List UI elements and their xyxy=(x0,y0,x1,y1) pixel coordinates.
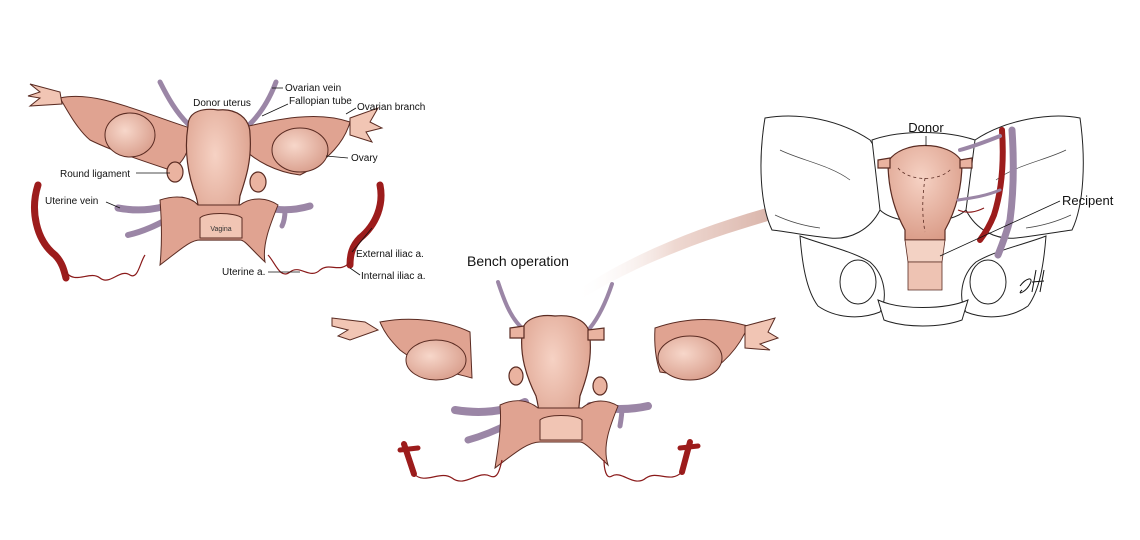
donor-label: Donor xyxy=(908,120,944,135)
bench-cornua-right xyxy=(587,327,605,341)
right-uterine-artery xyxy=(267,254,351,275)
bench-left-fimbria xyxy=(331,317,380,341)
bench-left-ovarian-vein xyxy=(496,280,522,328)
right-obturator xyxy=(969,259,1007,305)
right-ovarian-vein xyxy=(247,79,279,127)
bench-left-ovary xyxy=(405,339,467,381)
ovarian-branch-leader xyxy=(345,107,357,115)
bench-cornua-left xyxy=(509,325,525,339)
round-ligament-label: Round ligament xyxy=(60,169,130,180)
ovarian-branch-label: Ovarian branch xyxy=(357,102,425,113)
pelvis-left-ilium xyxy=(760,115,884,239)
uterine-vein-label: Uterine vein xyxy=(45,196,98,207)
round-ligament-stump xyxy=(166,161,184,183)
fallopian-tube-leader xyxy=(261,103,289,117)
transplanted-vagina xyxy=(904,239,946,263)
transplanted-cornu-right xyxy=(959,157,973,169)
external-iliac-leader xyxy=(351,227,373,253)
transplant-vein-anastomosis xyxy=(956,188,1002,202)
pelvis-detail-lines xyxy=(774,149,1072,229)
left-iliac-artery xyxy=(31,181,70,282)
bench-right-iliac-stump-b xyxy=(677,443,701,451)
transplanted-cornu-left xyxy=(877,157,891,169)
right-ovary xyxy=(271,127,329,173)
bench-right-ovary xyxy=(657,335,723,381)
panel-donor-anatomy: Vagina Donor uterus Ovarian vein Fallopi… xyxy=(27,79,425,282)
bench-right-uterine-artery xyxy=(603,459,683,482)
recipient-leader xyxy=(939,200,1061,257)
uterine-artery-label: Uterine a. xyxy=(222,267,265,278)
bench-round-ligament-right xyxy=(592,376,608,396)
fallopian-tube-label: Fallopian tube xyxy=(289,96,352,107)
ovary-leader xyxy=(325,155,349,159)
bench-vagina xyxy=(539,415,583,441)
bench-round-ligament-left xyxy=(508,366,524,386)
recipient-iliac-artery xyxy=(977,127,1006,243)
left-ovary xyxy=(104,112,156,158)
bench-operation-title: Bench operation xyxy=(467,253,569,269)
left-fimbria xyxy=(27,83,63,107)
left-uterine-artery xyxy=(65,254,146,281)
bench-right-ovarian-vein xyxy=(588,282,614,330)
artist-signature xyxy=(1019,269,1045,294)
pelvis-right-ilium xyxy=(962,115,1084,239)
donor-uterus-label: Donor uterus xyxy=(193,98,251,109)
bench-left-uterine-artery xyxy=(413,459,503,482)
bench-left-iliac-stump-b xyxy=(397,445,421,453)
left-ovarian-vein xyxy=(157,79,191,127)
right-iliac-artery xyxy=(346,181,385,269)
panel-bench-operation: Bench operation xyxy=(331,253,780,482)
bench-uterine-vein-right-branch xyxy=(617,405,625,429)
panel-recipient-pelvis: Donor Recipent xyxy=(760,115,1114,327)
internal-iliac-leader xyxy=(349,267,361,276)
recipient-ovarian-vein xyxy=(958,134,1002,152)
left-obturator xyxy=(839,259,877,305)
bench-right-fimbria xyxy=(744,317,780,351)
pelvis-symphysis xyxy=(877,299,969,327)
recipient-vaginal-cuff xyxy=(907,261,943,291)
external-iliac-label: External iliac a. xyxy=(356,249,424,260)
transplanted-uterus-cavity xyxy=(897,167,953,233)
donor-vagina xyxy=(199,213,243,239)
ovarian-vein-label: Ovarian vein xyxy=(285,83,341,94)
round-ligament-stump-right xyxy=(249,171,267,193)
uterine-vein-leader xyxy=(105,201,121,209)
transplanted-uterus xyxy=(887,145,963,241)
transplant-artery-anastomosis xyxy=(957,207,985,213)
internal-iliac-label: Internal iliac a. xyxy=(361,271,425,282)
vagina-label: Vagina xyxy=(210,226,231,233)
recipient-label: Recipent xyxy=(1062,193,1114,208)
right-fimbria xyxy=(349,107,384,143)
right-uterine-vein-branch xyxy=(279,207,288,229)
recipient-iliac-vein xyxy=(994,126,1017,259)
ovary-label: Ovary xyxy=(351,153,378,164)
